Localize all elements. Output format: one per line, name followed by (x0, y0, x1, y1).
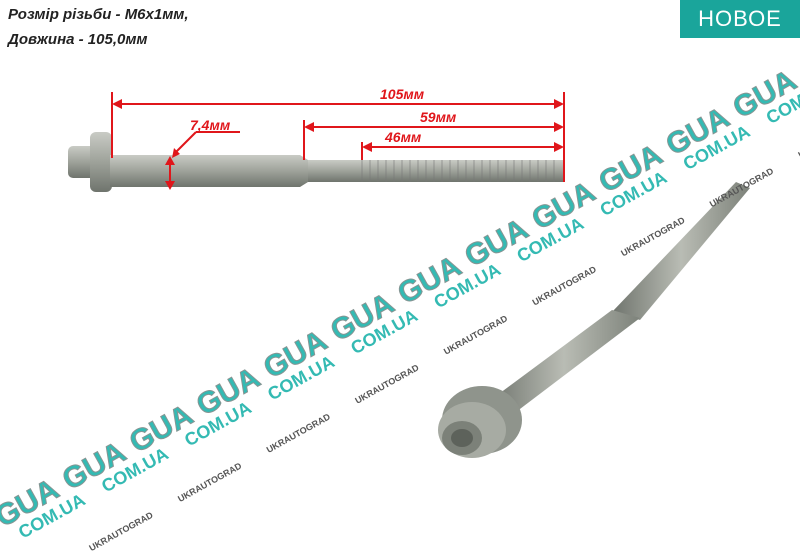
dimension-lines (111, 92, 565, 190)
total-length-label: 105мм (380, 86, 425, 102)
shank-diameter-label: 7,4мм (190, 117, 231, 133)
bolt-photos (68, 92, 750, 458)
thread-size-label: Розмір різьби - М6х1мм, (8, 6, 189, 23)
reduced-section-length-label: 59мм (420, 109, 457, 125)
bolt-perspective-view (438, 182, 750, 458)
thread-length-label: 46мм (385, 129, 422, 145)
bolt-side-view (68, 132, 563, 192)
new-badge: НОВОЕ (680, 0, 800, 38)
length-label: Довжина - 105,0мм (8, 31, 148, 48)
